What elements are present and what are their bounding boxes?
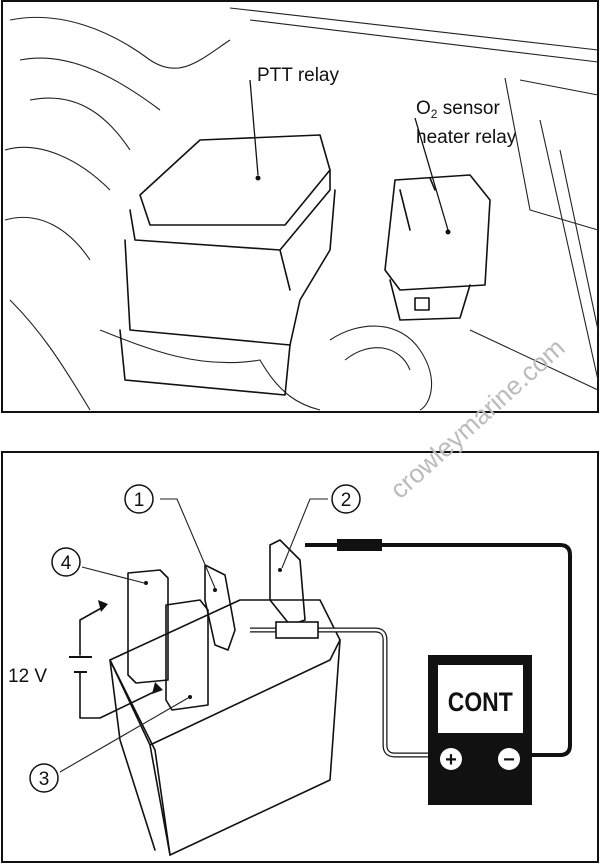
minus-terminal: − [503,749,515,771]
plus-terminal: + [445,749,457,771]
callout-4: 4 [51,547,145,584]
battery-12v-symbol [69,600,163,719]
voltage-label: 12 V [8,666,47,687]
continuity-tester: CONT + − [428,655,532,805]
heater-relay-label: heater relay [416,127,517,148]
callout-3: 3 [29,697,189,793]
o2-heater-relay-drawing [384,174,491,321]
svg-text:4: 4 [61,553,72,574]
callout-1: 1 [124,484,216,589]
top-figure-engine-relays: PTT relay O2 sensor heater relay [1,0,599,413]
o2-sensor-label: O2 sensor [416,98,500,121]
svg-text:2: 2 [341,490,352,511]
bottom-figure-relay-test: 12 V 1 2 4 3 CONT + [1,451,599,863]
ptt-relay-drawing [119,134,336,396]
svg-text:1: 1 [134,490,145,511]
callout-2: 2 [281,484,361,569]
svg-text:3: 3 [39,769,50,790]
meter-display: CONT [448,687,514,717]
ptt-relay-label: PTT relay [257,65,340,86]
